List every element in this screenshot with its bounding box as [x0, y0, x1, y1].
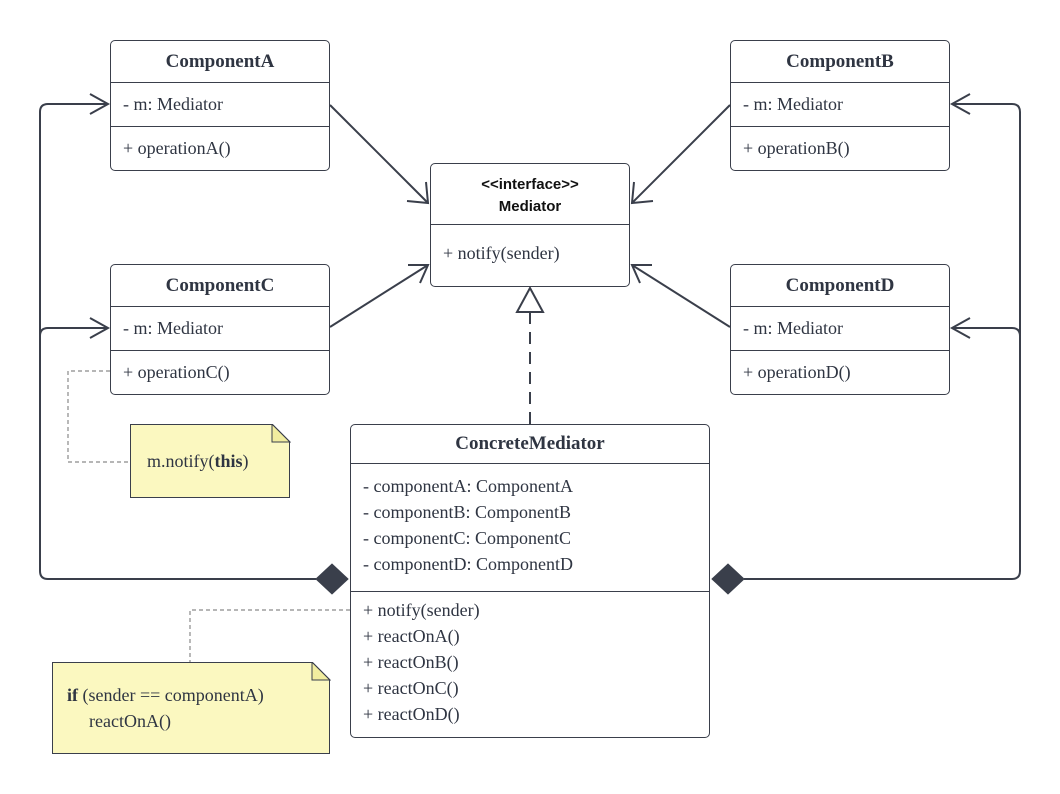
interface-header: <<interface>> Mediator — [431, 164, 629, 224]
operations-section: + operationC() — [111, 350, 329, 394]
note-line-2: reactOnA() — [89, 711, 171, 731]
composition-right — [711, 93, 1021, 595]
interface-name: Mediator — [498, 198, 562, 215]
note-condition: (sender == componentA) — [78, 685, 264, 705]
attribute: - m: Mediator — [123, 94, 223, 114]
note-keyword-if: if — [67, 685, 78, 705]
operation: + operationC() — [123, 362, 230, 382]
note-line-1: if (sender == componentA) — [67, 682, 329, 708]
attribute: - m: Mediator — [743, 318, 843, 338]
attribute: - m: Mediator — [123, 318, 223, 338]
class-component-b[interactable]: ComponentB - m: Mediator + operationB() — [730, 40, 950, 171]
note-text-suffix: ) — [242, 451, 249, 471]
operations-section: + operationB() — [731, 126, 949, 170]
note-notify-fold — [271, 424, 291, 443]
dependency-b-to-mediator — [630, 104, 731, 205]
stereotype-label: <<interface>> — [481, 176, 579, 193]
class-name: ComponentD — [785, 275, 895, 296]
note-notify[interactable]: m.notify(this) — [130, 424, 290, 498]
note-text-prefix: m.notify( — [147, 451, 215, 471]
operations-section: + operationA() — [111, 126, 329, 170]
attribute: - m: Mediator — [743, 94, 843, 114]
class-component-a[interactable]: ComponentA - m: Mediator + operationA() — [110, 40, 330, 171]
class-name: ComponentA — [165, 51, 275, 72]
operations-section: + notify(sender) — [431, 224, 629, 286]
class-name: ComponentC — [165, 275, 275, 296]
operation: + reactOnB() — [363, 652, 459, 672]
operation: + reactOnD() — [363, 704, 460, 724]
note-anchor-component-c — [67, 370, 130, 463]
operations-section: + operationD() — [731, 350, 949, 394]
attribute: - componentA: ComponentA — [363, 476, 573, 496]
attributes-section: - m: Mediator — [731, 82, 949, 126]
dependency-c-to-mediator — [329, 264, 430, 328]
operation: + reactOnC() — [363, 678, 459, 698]
dependency-d-to-mediator — [630, 264, 731, 328]
dependency-a-to-mediator — [329, 104, 430, 205]
operation: + notify(sender) — [443, 243, 560, 263]
attributes-section: - m: Mediator — [731, 306, 949, 350]
interface-mediator[interactable]: <<interface>> Mediator + notify(sender) — [430, 163, 630, 287]
class-concrete-mediator[interactable]: ConcreteMediator - componentA: Component… — [350, 424, 710, 738]
attributes-section: - m: Mediator — [111, 82, 329, 126]
attribute: - componentB: ComponentB — [363, 502, 571, 522]
note-react[interactable]: if (sender == componentA) reactOnA() — [52, 662, 330, 754]
operations-section: + notify(sender) + reactOnA() + reactOnB… — [351, 591, 709, 737]
note-react-fold — [311, 662, 331, 681]
realization-concrete-to-mediator — [515, 285, 545, 424]
attribute: - componentD: ComponentD — [363, 554, 573, 574]
class-name: ComponentB — [786, 51, 894, 72]
attributes-section: - componentA: ComponentA - componentB: C… — [351, 463, 709, 591]
class-component-d[interactable]: ComponentD - m: Mediator + operationD() — [730, 264, 950, 395]
composition-left — [39, 93, 349, 595]
note-text-keyword: this — [214, 451, 243, 471]
operation: + operationD() — [743, 362, 851, 382]
attributes-section: - m: Mediator — [111, 306, 329, 350]
class-name: ConcreteMediator — [455, 433, 605, 454]
operation: + operationA() — [123, 138, 231, 158]
attribute: - componentC: ComponentC — [363, 528, 571, 548]
operation: + notify(sender) — [363, 600, 480, 620]
class-component-c[interactable]: ComponentC - m: Mediator + operationC() — [110, 264, 330, 395]
operation: + operationB() — [743, 138, 850, 158]
note-anchor-concrete-mediator — [189, 609, 350, 662]
operation: + reactOnA() — [363, 626, 460, 646]
